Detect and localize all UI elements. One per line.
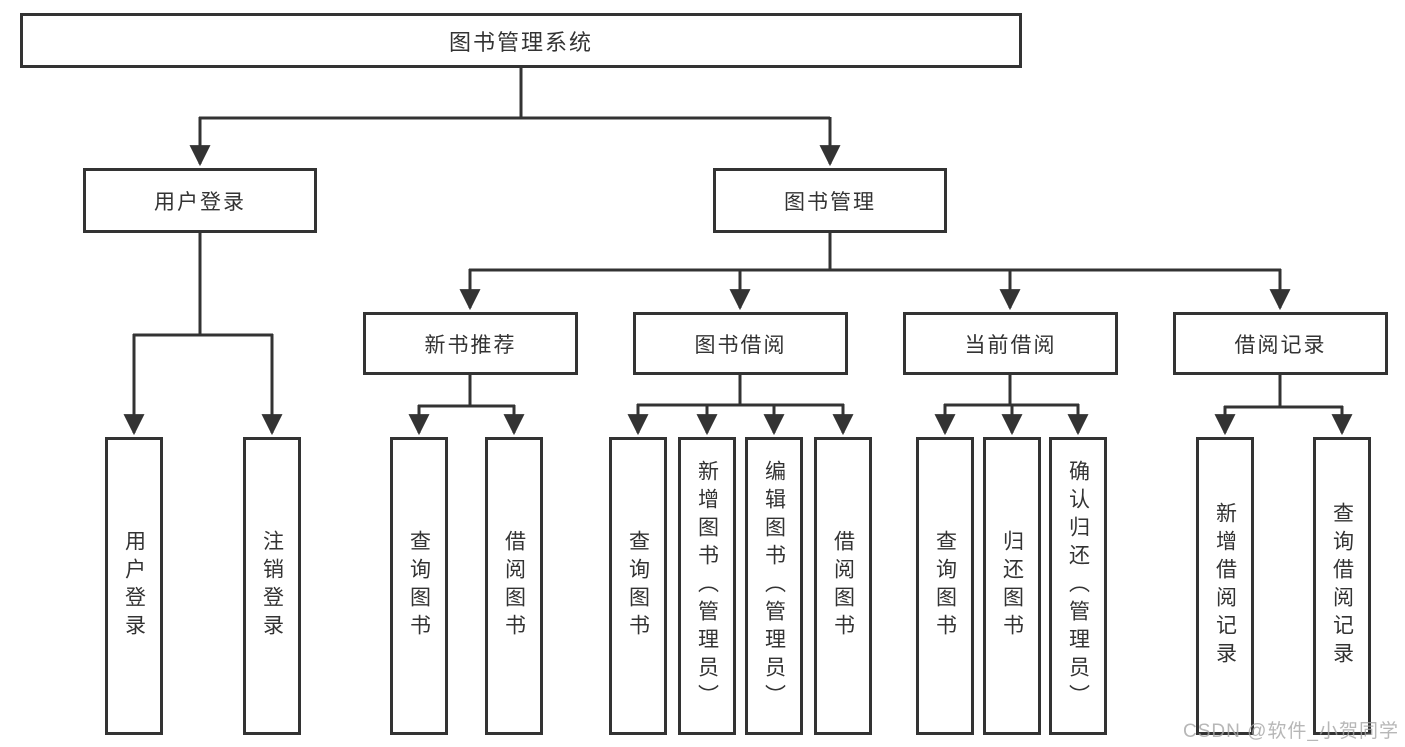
node-label: 借阅图书 bbox=[502, 530, 526, 642]
leaf-query-books-recommend: 查询图书 bbox=[390, 437, 448, 735]
node-label: 注销登录 bbox=[260, 530, 284, 642]
node-borrow-records: 借阅记录 bbox=[1173, 312, 1388, 375]
leaf-return-books: 归还图书 bbox=[983, 437, 1041, 735]
csdn-watermark: CSDN @软件_小贺同学 bbox=[1183, 721, 1399, 742]
leaf-borrow-books-recommend: 借阅图书 bbox=[485, 437, 543, 735]
leaf-confirm-return-admin: 确认归还（管理员） bbox=[1049, 437, 1107, 735]
leaf-query-books-borrow: 查询图书 bbox=[609, 437, 667, 735]
node-label: 用户登录 bbox=[154, 190, 246, 214]
node-library-management-system: 图书管理系统 bbox=[20, 13, 1022, 68]
node-book-management: 图书管理 bbox=[713, 168, 947, 233]
node-label: 新书推荐 bbox=[424, 333, 517, 357]
node-label: 查询图书 bbox=[933, 530, 957, 642]
node-label: 查询图书 bbox=[626, 530, 650, 642]
node-label: 查询图书 bbox=[407, 530, 431, 642]
node-label: 编辑图书（管理员） bbox=[762, 460, 786, 712]
node-label: 借阅记录 bbox=[1234, 333, 1327, 357]
node-label: 查询借阅记录 bbox=[1330, 502, 1354, 670]
leaf-logout: 注销登录 bbox=[243, 437, 301, 735]
node-label: 确认归还（管理员） bbox=[1066, 460, 1090, 712]
node-book-borrow: 图书借阅 bbox=[633, 312, 848, 375]
leaf-add-borrow-record: 新增借阅记录 bbox=[1196, 437, 1254, 735]
leaf-query-borrow-record: 查询借阅记录 bbox=[1313, 437, 1371, 735]
leaf-borrow-books: 借阅图书 bbox=[814, 437, 872, 735]
node-label: 新增图书（管理员） bbox=[695, 460, 719, 712]
leaf-edit-books-admin: 编辑图书（管理员） bbox=[745, 437, 803, 735]
node-label: 图书管理系统 bbox=[448, 29, 593, 55]
node-label: 用户登录 bbox=[122, 530, 146, 642]
node-user-login: 用户登录 bbox=[83, 168, 317, 233]
node-label: 图书借阅 bbox=[694, 333, 787, 357]
node-label: 借阅图书 bbox=[831, 530, 855, 642]
leaf-user-login: 用户登录 bbox=[105, 437, 163, 735]
node-label: 归还图书 bbox=[1000, 530, 1024, 642]
node-new-book-recommend: 新书推荐 bbox=[363, 312, 578, 375]
node-label: 新增借阅记录 bbox=[1213, 502, 1237, 670]
leaf-add-books-admin: 新增图书（管理员） bbox=[678, 437, 736, 735]
node-label: 图书管理 bbox=[784, 190, 876, 214]
leaf-query-books-current: 查询图书 bbox=[916, 437, 974, 735]
node-label: 当前借阅 bbox=[964, 333, 1057, 357]
node-current-borrow: 当前借阅 bbox=[903, 312, 1118, 375]
